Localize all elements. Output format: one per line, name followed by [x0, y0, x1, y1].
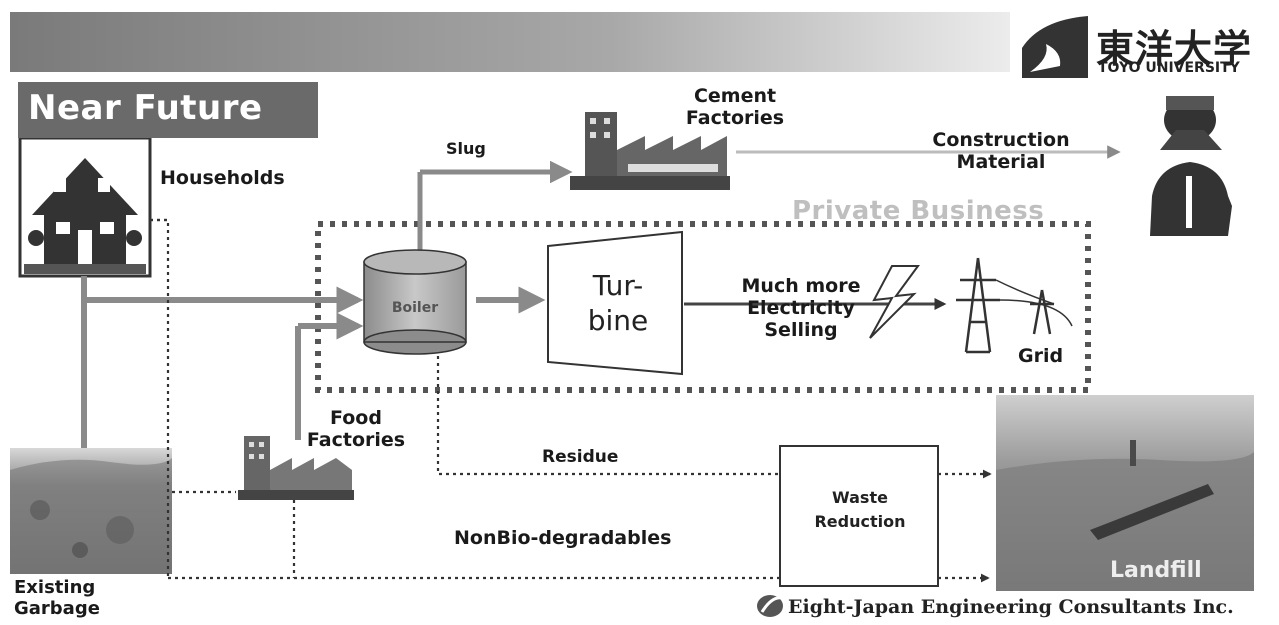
waste-reduction-label: Waste Reduction [782, 486, 938, 534]
garbage-photo [10, 448, 172, 574]
cement-factories-label: Cement Factories [660, 86, 810, 130]
worker-icon [1150, 96, 1232, 236]
landfill-label: Landfill [1110, 558, 1202, 583]
electricity-label: Much more Electricity Selling [706, 276, 896, 342]
boiler-label: Boiler [366, 300, 464, 316]
pylon-icon [956, 258, 1072, 352]
house-icon [20, 138, 150, 276]
private-business-label: Private Business [792, 196, 1044, 226]
turbine-label: Tur- bine [568, 268, 668, 338]
food-factories-label: Food Factories [286, 408, 426, 452]
residue-label: Residue [542, 448, 618, 468]
construction-material-label: Construction Material [906, 130, 1096, 174]
households-label: Households [160, 168, 285, 190]
consultant-logo-icon [757, 595, 783, 617]
nonbio-label: NonBio-degradables [454, 528, 671, 550]
slug-label: Slug [446, 140, 486, 158]
grid-label: Grid [1018, 346, 1063, 368]
university-logo-icon [1022, 16, 1088, 78]
existing-garbage-label: Existing Garbage [14, 578, 100, 619]
university-logo-english: TOYO UNIVERSITY [1098, 60, 1240, 76]
header-bar [10, 12, 1010, 72]
banner-title: Near Future [28, 88, 263, 128]
consultant-credit: Eight-Japan Engineering Consultants Inc. [788, 596, 1234, 618]
